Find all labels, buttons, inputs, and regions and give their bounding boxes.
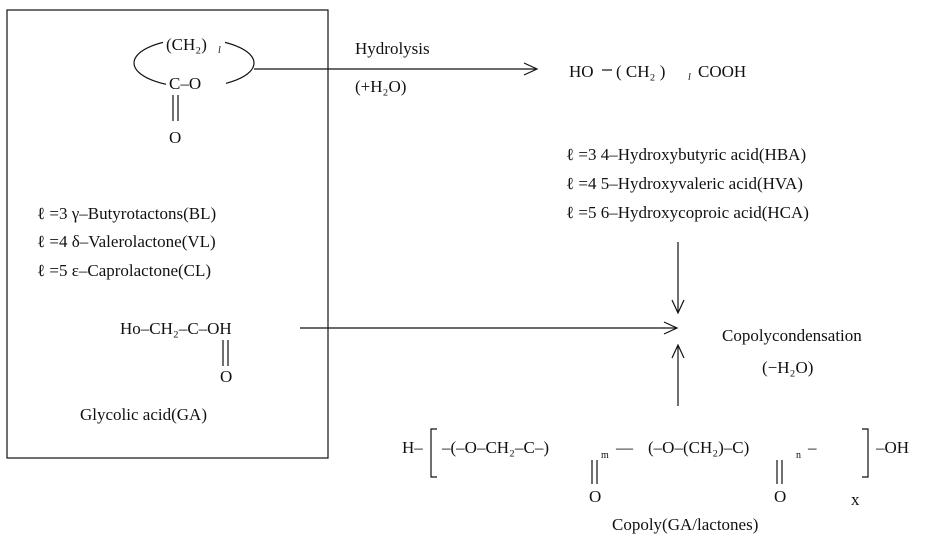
copolymer-label: Copoly(GA/lactones) [612, 515, 758, 534]
lactone-item-bl: ℓ =3 γ–Butyrotactons(BL) [37, 204, 216, 223]
svg-text:n: n [796, 450, 801, 461]
down-arrow [671, 242, 685, 315]
glycolic-arrow [300, 321, 679, 335]
svg-text:O: O [589, 487, 601, 506]
glycolic-acid-structure: Ho–CH₂–C–OH O [120, 319, 232, 386]
acid-item-hva: ℓ =4 5–Hydroxyvaleric acid(HVA) [566, 174, 803, 193]
up-arrow [671, 343, 685, 406]
svg-text:m: m [601, 450, 609, 461]
svg-text:H–: H– [402, 438, 423, 457]
glycolic-acid-formula: Ho–CH₂–C–OH [120, 319, 232, 338]
copolymer-structure: H– –(–O–CH₂–C–) m –– (–O–(CH₂)–C) n – –O… [402, 428, 909, 509]
lactone-item-vl: ℓ =4 δ–Valerolactone(VL) [37, 232, 216, 251]
ring-ch2-label: (CH₂) [166, 35, 207, 54]
glycolic-carbonyl-o: O [220, 367, 232, 386]
lactone-ring-structure: (CH₂) l C–O O [133, 34, 255, 147]
hydrolysis-arrow [254, 62, 539, 76]
copolycondensation-label: Copolycondensation [722, 326, 862, 345]
svg-text:O: O [774, 487, 786, 506]
svg-text:l: l [688, 72, 691, 83]
svg-text:x: x [851, 490, 860, 509]
hydroxy-acid-formula: HO ( CH₂ ) l COOH [569, 62, 746, 83]
lactone-item-cl: ℓ =5 ε–Caprolactone(CL) [37, 261, 211, 280]
svg-text:(–O–(CH₂)–C): (–O–(CH₂)–C) [648, 438, 749, 457]
ring-l-subscript: l [218, 45, 221, 56]
hydrolysis-condition: (+H₂O) [355, 77, 406, 96]
svg-text:–(–O–CH₂–C–): –(–O–CH₂–C–) [441, 438, 549, 457]
acid-item-hba: ℓ =3 4–Hydroxybutyric acid(HBA) [566, 145, 806, 164]
acid-item-hca: ℓ =5 6–Hydroxycoproic acid(HCA) [566, 203, 809, 222]
glycolic-acid-label: Glycolic acid(GA) [80, 405, 207, 424]
svg-text:HO: HO [569, 62, 594, 81]
copolycondensation-condition: (−H₂O) [762, 358, 813, 377]
right-bracket [862, 428, 869, 478]
svg-text:COOH: COOH [698, 62, 746, 81]
svg-text:–: – [807, 438, 817, 457]
left-bracket [430, 428, 437, 478]
ring-c-o-label: C–O [169, 74, 201, 93]
ring-carbonyl-o: O [169, 128, 181, 147]
svg-text:––: –– [615, 438, 634, 457]
hydrolysis-label: Hydrolysis [355, 39, 430, 58]
svg-text:( CH₂ ): ( CH₂ ) [616, 62, 665, 81]
svg-text:–OH: –OH [875, 438, 909, 457]
reactant-box [6, 9, 329, 459]
